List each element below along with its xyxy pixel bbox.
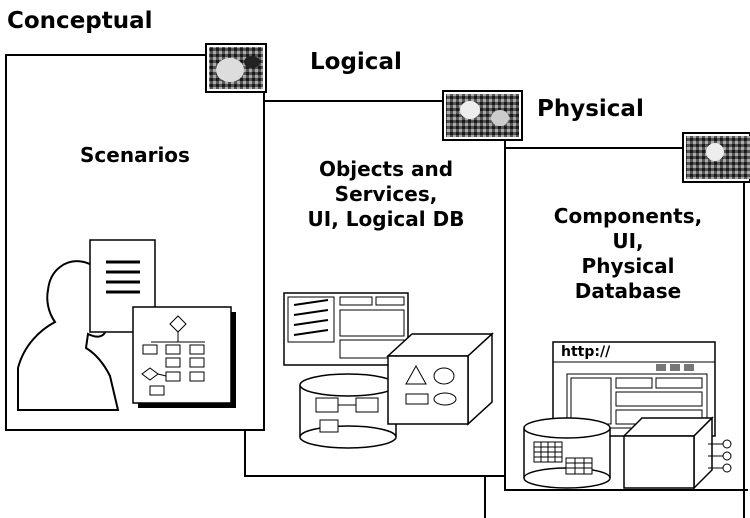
logical-database-icon <box>299 373 397 449</box>
browser-address-text: http:// <box>561 344 611 360</box>
stage-title-conceptual: Conceptual <box>7 8 153 34</box>
photo-icon-logical <box>442 90 523 141</box>
stage-title-physical: Physical <box>537 96 644 122</box>
physical-component-cube-icon <box>622 416 732 490</box>
stage-title-logical: Logical <box>310 49 402 75</box>
stage-body-physical: Components, UI, Physical Database <box>553 204 703 303</box>
stage-body-logical: Objects and Services, UI, Logical DB <box>307 157 465 231</box>
logical-component-cube-icon <box>386 332 494 426</box>
ui-mockup-icon <box>283 292 409 366</box>
physical-database-icon <box>523 417 611 489</box>
photo-icon-conceptual <box>205 43 267 93</box>
stage-body-conceptual: Scenarios <box>80 143 190 167</box>
photo-icon-physical <box>682 132 750 183</box>
flowchart-icon <box>132 306 236 408</box>
